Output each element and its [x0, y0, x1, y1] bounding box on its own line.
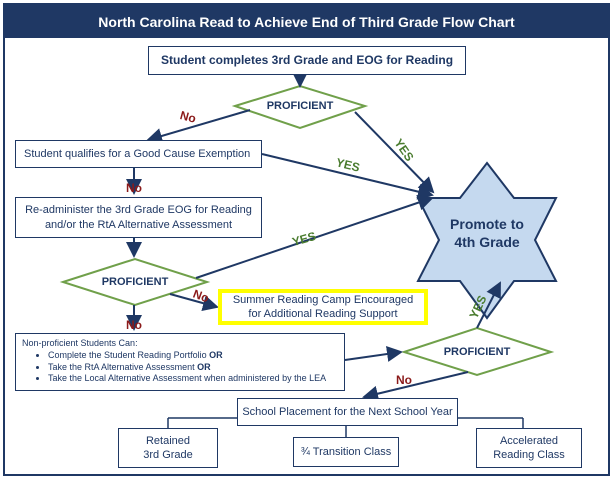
diamond-bottom-label: PROFICIENT — [443, 346, 511, 358]
nonproficient-box: Non-proficient Students Can: Complete th… — [15, 333, 345, 391]
nonproficient-heading: Non-proficient Students Can: — [22, 338, 138, 348]
accelerated-box: Accelerated Reading Class — [476, 428, 582, 468]
transition-box: ¾ Transition Class — [293, 437, 399, 467]
readminister-box: Re-administer the 3rd Grade EOG for Read… — [15, 197, 262, 238]
no-label-bottom: No — [396, 373, 412, 387]
diamond-top-label: PROFICIENT — [266, 100, 334, 112]
nonproficient-item: Take the RtA Alternative Assessment OR — [48, 362, 338, 373]
no-label-exemption: No — [126, 181, 142, 195]
retained-box: Retained 3rd Grade — [118, 428, 218, 468]
nonproficient-item: Take the Local Alternative Assessment wh… — [48, 373, 338, 384]
diamond-bottom-shape — [400, 326, 555, 377]
chart-title: North Carolina Read to Achieve End of Th… — [5, 5, 608, 38]
diamond-mid-label: PROFICIENT — [101, 276, 169, 288]
nonproficient-item: Complete the Student Reading Portfolio O… — [48, 350, 338, 361]
diamond-top-shape — [231, 84, 369, 130]
start-box: Student completes 3rd Grade and EOG for … — [148, 46, 466, 75]
promote-star-label: Promote to 4th Grade — [450, 216, 524, 251]
placement-box: School Placement for the Next School Yea… — [237, 398, 458, 426]
no-label-mid: No — [126, 318, 142, 332]
exemption-box: Student qualifies for a Good Cause Exemp… — [15, 140, 262, 168]
camp-box: Summer Reading Camp Encouraged for Addit… — [218, 289, 428, 325]
